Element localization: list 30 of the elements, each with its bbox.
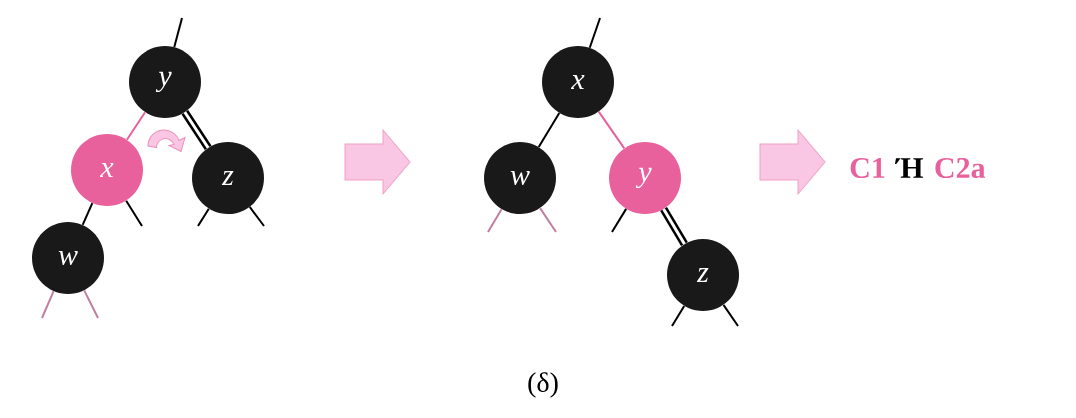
tree-edge (173, 17, 183, 48)
tree-edge (125, 199, 143, 227)
tree-edge (722, 303, 739, 327)
tree-edge (539, 207, 557, 233)
tree-edge (537, 112, 561, 148)
tree-edge (248, 205, 265, 227)
tree-node: z (192, 142, 264, 214)
tree-edge (41, 290, 55, 319)
connective-label: Ή (895, 158, 924, 178)
tree-edge (81, 202, 94, 226)
tree-node: x (542, 46, 614, 118)
caption-label: (δ) (528, 372, 558, 398)
tree-edge (597, 110, 626, 150)
tree-edge (197, 207, 210, 227)
tree-edge (611, 207, 628, 233)
tree-node: z (667, 239, 739, 311)
tree-edge (125, 111, 147, 141)
tree-node: y (609, 142, 681, 214)
case-label: C2a (935, 157, 986, 179)
tree-node: x (71, 134, 143, 206)
tree-edge (181, 110, 212, 150)
tree-edge (671, 304, 686, 327)
tree-edge (487, 208, 503, 233)
tree-edge (588, 17, 601, 49)
case-label: C1 (850, 157, 885, 179)
tree-node: w (32, 222, 104, 294)
tree-edge (83, 289, 99, 319)
tree-node: w (484, 142, 556, 214)
tree-node: y (129, 46, 201, 118)
tree-edge (660, 207, 688, 246)
